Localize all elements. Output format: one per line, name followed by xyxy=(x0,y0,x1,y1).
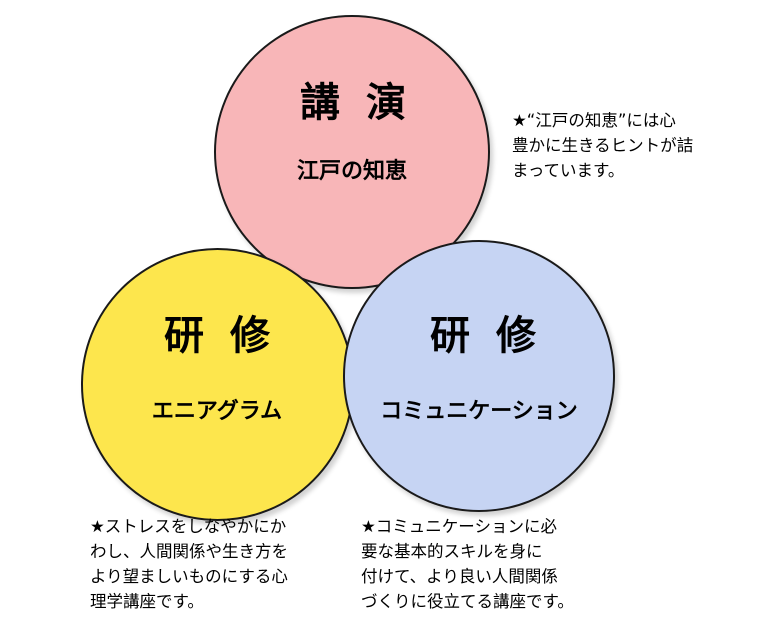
enneagram-subtitle: エニアグラム xyxy=(151,399,283,424)
note-communication-line-2: 要な基本的スキルを身に xyxy=(361,542,543,561)
note-enneagram-line-4: 理学講座です。 xyxy=(90,592,204,611)
note-lecture-line-1: ★“江戸の知恵”には心 xyxy=(512,111,676,130)
communication-subtitle: コミュニケーション xyxy=(380,399,578,424)
circle-training-enneagram xyxy=(81,248,354,521)
circle-training-communication xyxy=(343,240,615,512)
note-enneagram-line-2: わし、人間関係や生き方を xyxy=(90,542,288,561)
enneagram-title: 研修 xyxy=(164,313,296,359)
note-lecture-line-3: まっています。 xyxy=(512,161,625,180)
note-lecture: ★“江戸の知恵”には心 豊かに生きるヒントが詰 まっています。 xyxy=(512,108,693,183)
note-enneagram-line-3: より望ましいものにする心 xyxy=(90,567,288,586)
note-enneagram-line-1: ★ストレスをしなやかにか xyxy=(90,517,287,536)
lecture-subtitle: 江戸の知恵 xyxy=(296,159,407,184)
note-enneagram: ★ストレスをしなやかにか わし、人間関係や生き方を より望ましいものにする心 理… xyxy=(90,514,288,614)
note-lecture-line-2: 豊かに生きるヒントが詰 xyxy=(512,136,694,155)
note-communication-line-3: 付けて、より良い人間関係 xyxy=(361,567,558,586)
note-communication: ★コミュニケーションに必 要な基本的スキルを身に 付けて、より良い人間関係 づく… xyxy=(361,514,574,614)
communication-title: 研修 xyxy=(430,313,562,359)
note-communication-line-1: ★コミュニケーションに必 xyxy=(361,517,557,536)
lecture-title: 講演 xyxy=(300,80,432,126)
note-communication-line-4: づくりに役立てる講座です。 xyxy=(361,592,574,611)
